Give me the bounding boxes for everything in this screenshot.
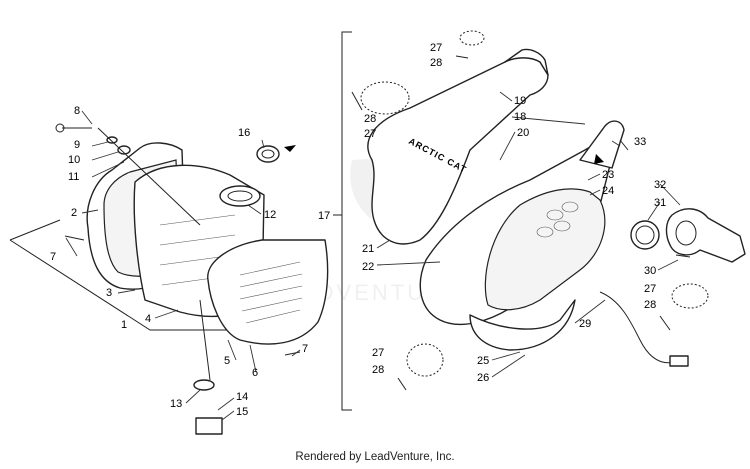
callout-10: 10 xyxy=(68,154,80,166)
drain-plug xyxy=(193,379,215,391)
sensor-connector xyxy=(669,355,689,367)
spring-7-right xyxy=(284,351,301,356)
grommet-10 xyxy=(117,145,131,155)
silencer-inlet-neck xyxy=(219,185,261,207)
callout-28-right: 28 xyxy=(644,299,656,311)
muffler-body xyxy=(367,56,549,245)
callout-16: 16 xyxy=(238,127,250,139)
heat-shield-perforations xyxy=(536,201,579,238)
callout-27-top: 27 xyxy=(430,42,442,54)
ring-27-top xyxy=(459,30,485,46)
callout-2: 2 xyxy=(71,207,77,219)
callout-13: 13 xyxy=(170,398,182,410)
silencer-front-cover xyxy=(207,239,329,345)
callout-4: 4 xyxy=(145,313,151,325)
spring-28-lower xyxy=(397,377,407,391)
callout-28-bottom: 28 xyxy=(372,364,384,376)
inlet-boot xyxy=(256,145,280,163)
callout-30: 30 xyxy=(644,265,656,277)
callout-20: 20 xyxy=(517,127,529,139)
callout-22: 22 xyxy=(362,261,374,273)
callout-25: 25 xyxy=(477,355,489,367)
callout-27-left: 27 xyxy=(364,128,376,140)
ring-27-right xyxy=(671,283,709,309)
callout-5: 5 xyxy=(224,355,230,367)
callout-23: 23 xyxy=(602,169,614,181)
callout-6: 6 xyxy=(252,367,258,379)
assembly-bracket-17 xyxy=(341,31,352,411)
spring-33 xyxy=(619,139,629,151)
pin-8-head xyxy=(55,123,65,133)
spring-30 xyxy=(675,254,691,258)
render-credit: Rendered by LeadVenture, Inc. xyxy=(295,451,455,463)
callout-33: 33 xyxy=(634,136,646,148)
muffler-tip xyxy=(504,48,549,76)
callout-28-top: 28 xyxy=(430,57,442,69)
callout-8: 8 xyxy=(74,105,80,117)
callout-14: 14 xyxy=(236,391,248,403)
ring-27-left xyxy=(360,81,410,115)
callout-21: 21 xyxy=(362,243,374,255)
drain-clamp xyxy=(195,417,223,435)
callout-1: 1 xyxy=(121,319,127,331)
exhaust-manifold xyxy=(665,208,746,263)
callout-27-right: 27 xyxy=(644,283,656,295)
seal-ring-31-inner xyxy=(635,225,655,245)
pin-axis-line xyxy=(97,127,201,226)
lower-guard xyxy=(469,299,576,351)
ring-27-bottom xyxy=(406,343,444,377)
callout-26: 26 xyxy=(477,372,489,384)
chamber-heat-shield xyxy=(484,188,606,311)
pipe-outlet-neck xyxy=(579,120,625,169)
right-leader-lines xyxy=(376,91,681,378)
spring-28-right xyxy=(659,315,671,331)
callout-labels: 8 9 10 11 2 7 3 1 4 5 6 7 12 16 13 14 15… xyxy=(50,42,666,418)
callout-27-bottom: 27 xyxy=(372,347,384,359)
silencer-inlet-opening xyxy=(227,190,253,202)
spring-28-upper xyxy=(455,55,469,59)
callout-3: 3 xyxy=(106,287,112,299)
direction-arrow-16 xyxy=(284,145,296,152)
assembly-bracket-1-top xyxy=(9,219,61,241)
callout-18: 18 xyxy=(514,111,526,123)
callout-32: 32 xyxy=(654,179,666,191)
seal-ring-31 xyxy=(630,220,660,250)
direction-arrow-33 xyxy=(594,154,604,164)
callout-7-left: 7 xyxy=(50,251,56,263)
spring-28-top xyxy=(351,91,363,111)
callout-29: 29 xyxy=(579,318,591,330)
inlet-boot-opening xyxy=(261,149,275,159)
callout-7-right: 7 xyxy=(302,343,308,355)
callout-17: 17 xyxy=(318,210,330,222)
callout-19: 19 xyxy=(514,95,526,107)
left-leader-lines xyxy=(65,110,301,421)
callout-12: 12 xyxy=(264,209,276,221)
callout-28-left: 28 xyxy=(364,113,376,125)
drain-tube xyxy=(199,299,211,381)
sensor-cable xyxy=(599,291,676,364)
callout-31: 31 xyxy=(654,197,666,209)
manifold-port xyxy=(675,220,697,246)
callout-15: 15 xyxy=(236,406,248,418)
callout-24: 24 xyxy=(602,185,614,197)
callout-9: 9 xyxy=(74,139,80,151)
callout-11: 11 xyxy=(68,171,79,183)
front-cover-slots xyxy=(239,261,303,324)
spring-7-left xyxy=(64,235,85,241)
